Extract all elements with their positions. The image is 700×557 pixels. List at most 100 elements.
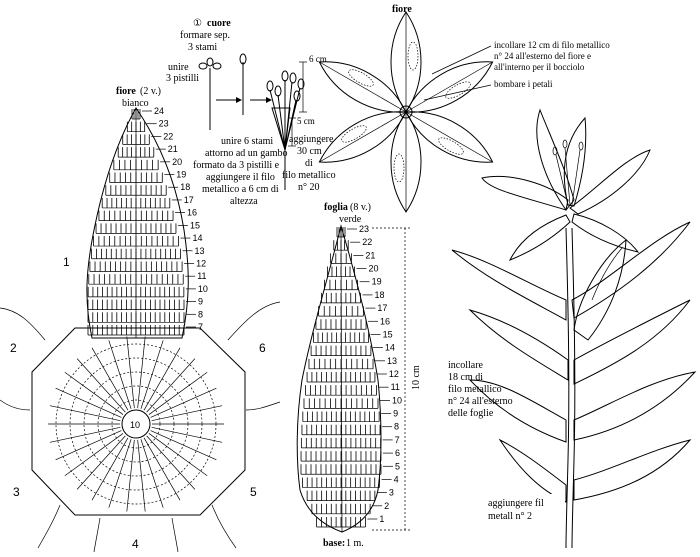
leaf-row-label: 18 <box>375 290 385 300</box>
flower-chart-count: (2 v.) <box>140 86 161 97</box>
petal-curve-3 <box>37 504 61 549</box>
leaf-row-label: 15 <box>383 329 393 339</box>
add-wire-line4: filo metallico <box>282 170 336 181</box>
base-spoke <box>143 347 181 411</box>
leaf-base-value: 1 m. <box>346 538 364 549</box>
star-petal <box>390 111 422 213</box>
base-spoke <box>64 433 124 477</box>
flower-row-label: 20 <box>172 157 182 167</box>
petal-curve-4a <box>93 517 101 553</box>
flower-row-label: 13 <box>194 246 204 256</box>
flower-row-label: 9 <box>198 297 203 307</box>
petal-curve-4b <box>171 517 179 553</box>
base-spoke <box>146 358 196 413</box>
leaf-row-label: 19 <box>372 277 382 287</box>
base-spoke <box>148 371 208 415</box>
stamen-bunch-icon <box>266 61 307 190</box>
stem-note-line2: metall n° 2 <box>488 511 532 522</box>
base-spoke <box>108 340 132 409</box>
leaf-stitches <box>300 227 382 528</box>
lily-stamens <box>555 147 581 206</box>
leaf-row-label: 20 <box>369 264 379 274</box>
flower-star-petals <box>318 11 494 213</box>
leaf-row-label: 6 <box>395 448 400 458</box>
petal-number-2: 2 <box>10 341 17 355</box>
base-spoke <box>126 336 135 409</box>
leaf-wire-note-line1: incollare <box>448 360 484 371</box>
dimension-6cm: 6 cm <box>309 54 327 64</box>
leaf-chart-count: (8 v.) <box>350 202 371 213</box>
base-spoke <box>148 433 208 477</box>
arrow-right-icon <box>216 97 242 103</box>
lily-leaf-1 <box>571 221 691 319</box>
leaf-height-label: 10 cm <box>411 365 422 390</box>
flower-row-label: 11 <box>197 271 206 281</box>
base-spoke <box>140 340 164 409</box>
lily-petal-lower-right <box>571 213 640 253</box>
wire-note-line2: n° 24 all'esterno del fiore e <box>494 51 591 61</box>
flower-row-label: 23 <box>159 119 169 129</box>
petal-number-6: 6 <box>259 341 266 355</box>
flower-row-label: 19 <box>176 170 186 180</box>
base-spoke <box>64 371 124 415</box>
leaf-row-label: 1 <box>379 514 384 524</box>
lily-leaf-6 <box>468 379 567 443</box>
leaf-row-label: 16 <box>380 316 390 326</box>
flower-assembly: fiore incollare 12 cm di filo metallico … <box>318 4 610 213</box>
base-spoke <box>49 405 121 422</box>
flower-row-label: 18 <box>180 182 190 192</box>
lily-petal-top <box>536 108 575 211</box>
leaf-row-label: 2 <box>384 501 389 511</box>
base-spoke <box>146 435 196 490</box>
petal-number-3: 3 <box>13 485 20 499</box>
lily-leaf-4 <box>573 299 691 385</box>
leaf-wire-note-line3: filo metallico <box>448 384 502 395</box>
lily-petal-lower-left <box>508 214 571 261</box>
petal-curve-2 <box>0 307 46 341</box>
base-spoke <box>137 439 146 512</box>
lily-stem <box>565 227 570 549</box>
petal-curve-2b <box>0 399 31 411</box>
join-pistils-line2: 3 pistilli <box>166 73 199 84</box>
base-spoke <box>55 430 122 461</box>
leaf-row-label: 17 <box>377 303 387 313</box>
flower-row-label: 8 <box>198 309 203 319</box>
leaf-wire-note-line5: delle foglie <box>448 408 494 419</box>
leaf-row-label: 4 <box>394 474 399 484</box>
leaf-row-label: 23 <box>359 224 369 234</box>
leaf-row-label: 12 <box>389 369 399 379</box>
add-wire-line5: n° 20 <box>298 182 320 193</box>
leaf-row-label: 21 <box>365 250 375 260</box>
add-wire-line1: aggiungere <box>289 134 334 145</box>
lily-bud <box>573 238 627 341</box>
flower-row-label: 16 <box>187 208 197 218</box>
petal-number-5: 5 <box>250 485 257 499</box>
leaf-chart: foglia (8 v.) verde 23222120191817161514… <box>296 202 422 549</box>
heart-step-line2: 3 stami <box>188 42 217 53</box>
leaf-row-label: 5 <box>395 461 400 471</box>
base-spoke <box>151 405 223 422</box>
lily-petal-back <box>563 116 587 207</box>
base-spoke <box>137 336 146 409</box>
petal-curve-6 <box>227 301 281 341</box>
leaf-row-label: 9 <box>393 409 398 419</box>
base-spoke <box>140 439 164 508</box>
leader-line-shape <box>423 84 492 101</box>
flower-row-label: 15 <box>190 220 200 230</box>
flower-assembly-title: fiore <box>392 4 412 15</box>
add-wire-line3: di <box>305 158 313 169</box>
join-stamens-line3: formato da 3 pistilli e <box>193 160 280 171</box>
petal-number-4: 4 <box>132 537 139 551</box>
heart-circle-number: ① <box>193 18 202 29</box>
flower-center-circle <box>121 409 151 439</box>
flower-row-label: 7 <box>198 322 203 332</box>
lily-leaf-8 <box>498 438 567 503</box>
lily-leaf-5 <box>573 371 697 441</box>
flower-base-polygon <box>31 327 246 516</box>
leaf-row-label: 8 <box>394 422 399 432</box>
stamen-sprig-icon <box>198 57 222 130</box>
base-spoke <box>91 437 129 501</box>
